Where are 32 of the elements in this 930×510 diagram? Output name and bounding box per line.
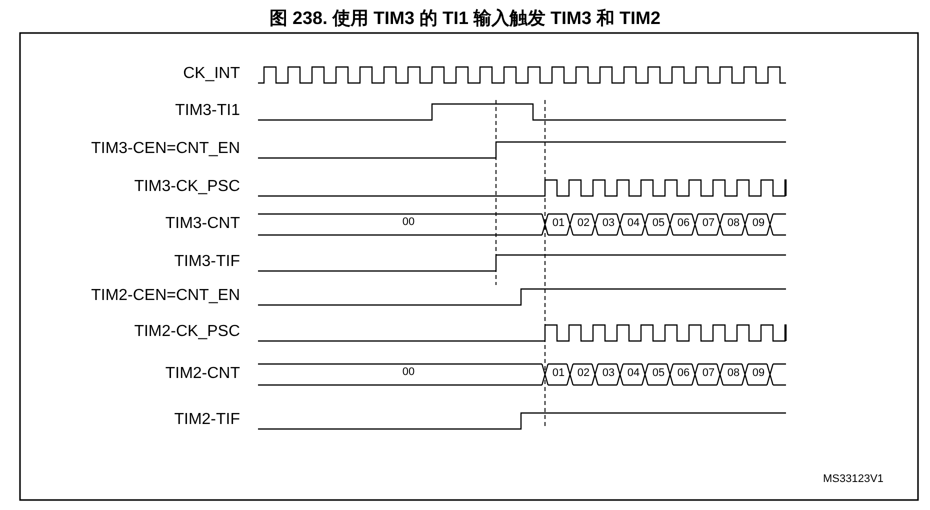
- counter-value: 08: [726, 367, 741, 379]
- signal-name: TIM3-TI1: [174, 102, 240, 120]
- figure-title: 图 238. 使用 TIM3 的 TI1 输入触发 TIM3 和 TIM2: [268, 7, 662, 30]
- counter-value: 09: [751, 217, 766, 229]
- counter-value: 00: [401, 366, 416, 378]
- counter-value: 00: [401, 216, 416, 228]
- counter-value: 09: [751, 367, 766, 379]
- signal-name: TIM3-CEN=CNT_EN: [90, 140, 240, 158]
- counter-value: 05: [651, 217, 666, 229]
- figure-id: MS33123V1: [823, 473, 884, 485]
- signal-name: TIM2-TIF: [173, 411, 240, 429]
- counter-value: 04: [626, 217, 641, 229]
- signal-name: TIM3-CNT: [164, 215, 240, 233]
- counter-value: 02: [576, 217, 591, 229]
- signal-name: CK_INT: [182, 65, 240, 83]
- signal-name: TIM3-TIF: [173, 253, 240, 271]
- counter-value: 06: [676, 217, 691, 229]
- counter-value: 07: [701, 367, 716, 379]
- counter-value: 05: [651, 367, 666, 379]
- counter-value: 03: [601, 367, 616, 379]
- signal-name: TIM2-CNT: [164, 365, 240, 383]
- counter-value: 01: [551, 217, 566, 229]
- signal-name: TIM3-CK_PSC: [133, 178, 240, 196]
- signal-name: TIM2-CEN=CNT_EN: [90, 287, 240, 305]
- counter-value: 01: [551, 367, 566, 379]
- counter-value: 08: [726, 217, 741, 229]
- signal-name: TIM2-CK_PSC: [133, 323, 240, 341]
- counter-value: 07: [701, 217, 716, 229]
- counter-value: 06: [676, 367, 691, 379]
- counter-value: 03: [601, 217, 616, 229]
- counter-value: 02: [576, 367, 591, 379]
- counter-value: 04: [626, 367, 641, 379]
